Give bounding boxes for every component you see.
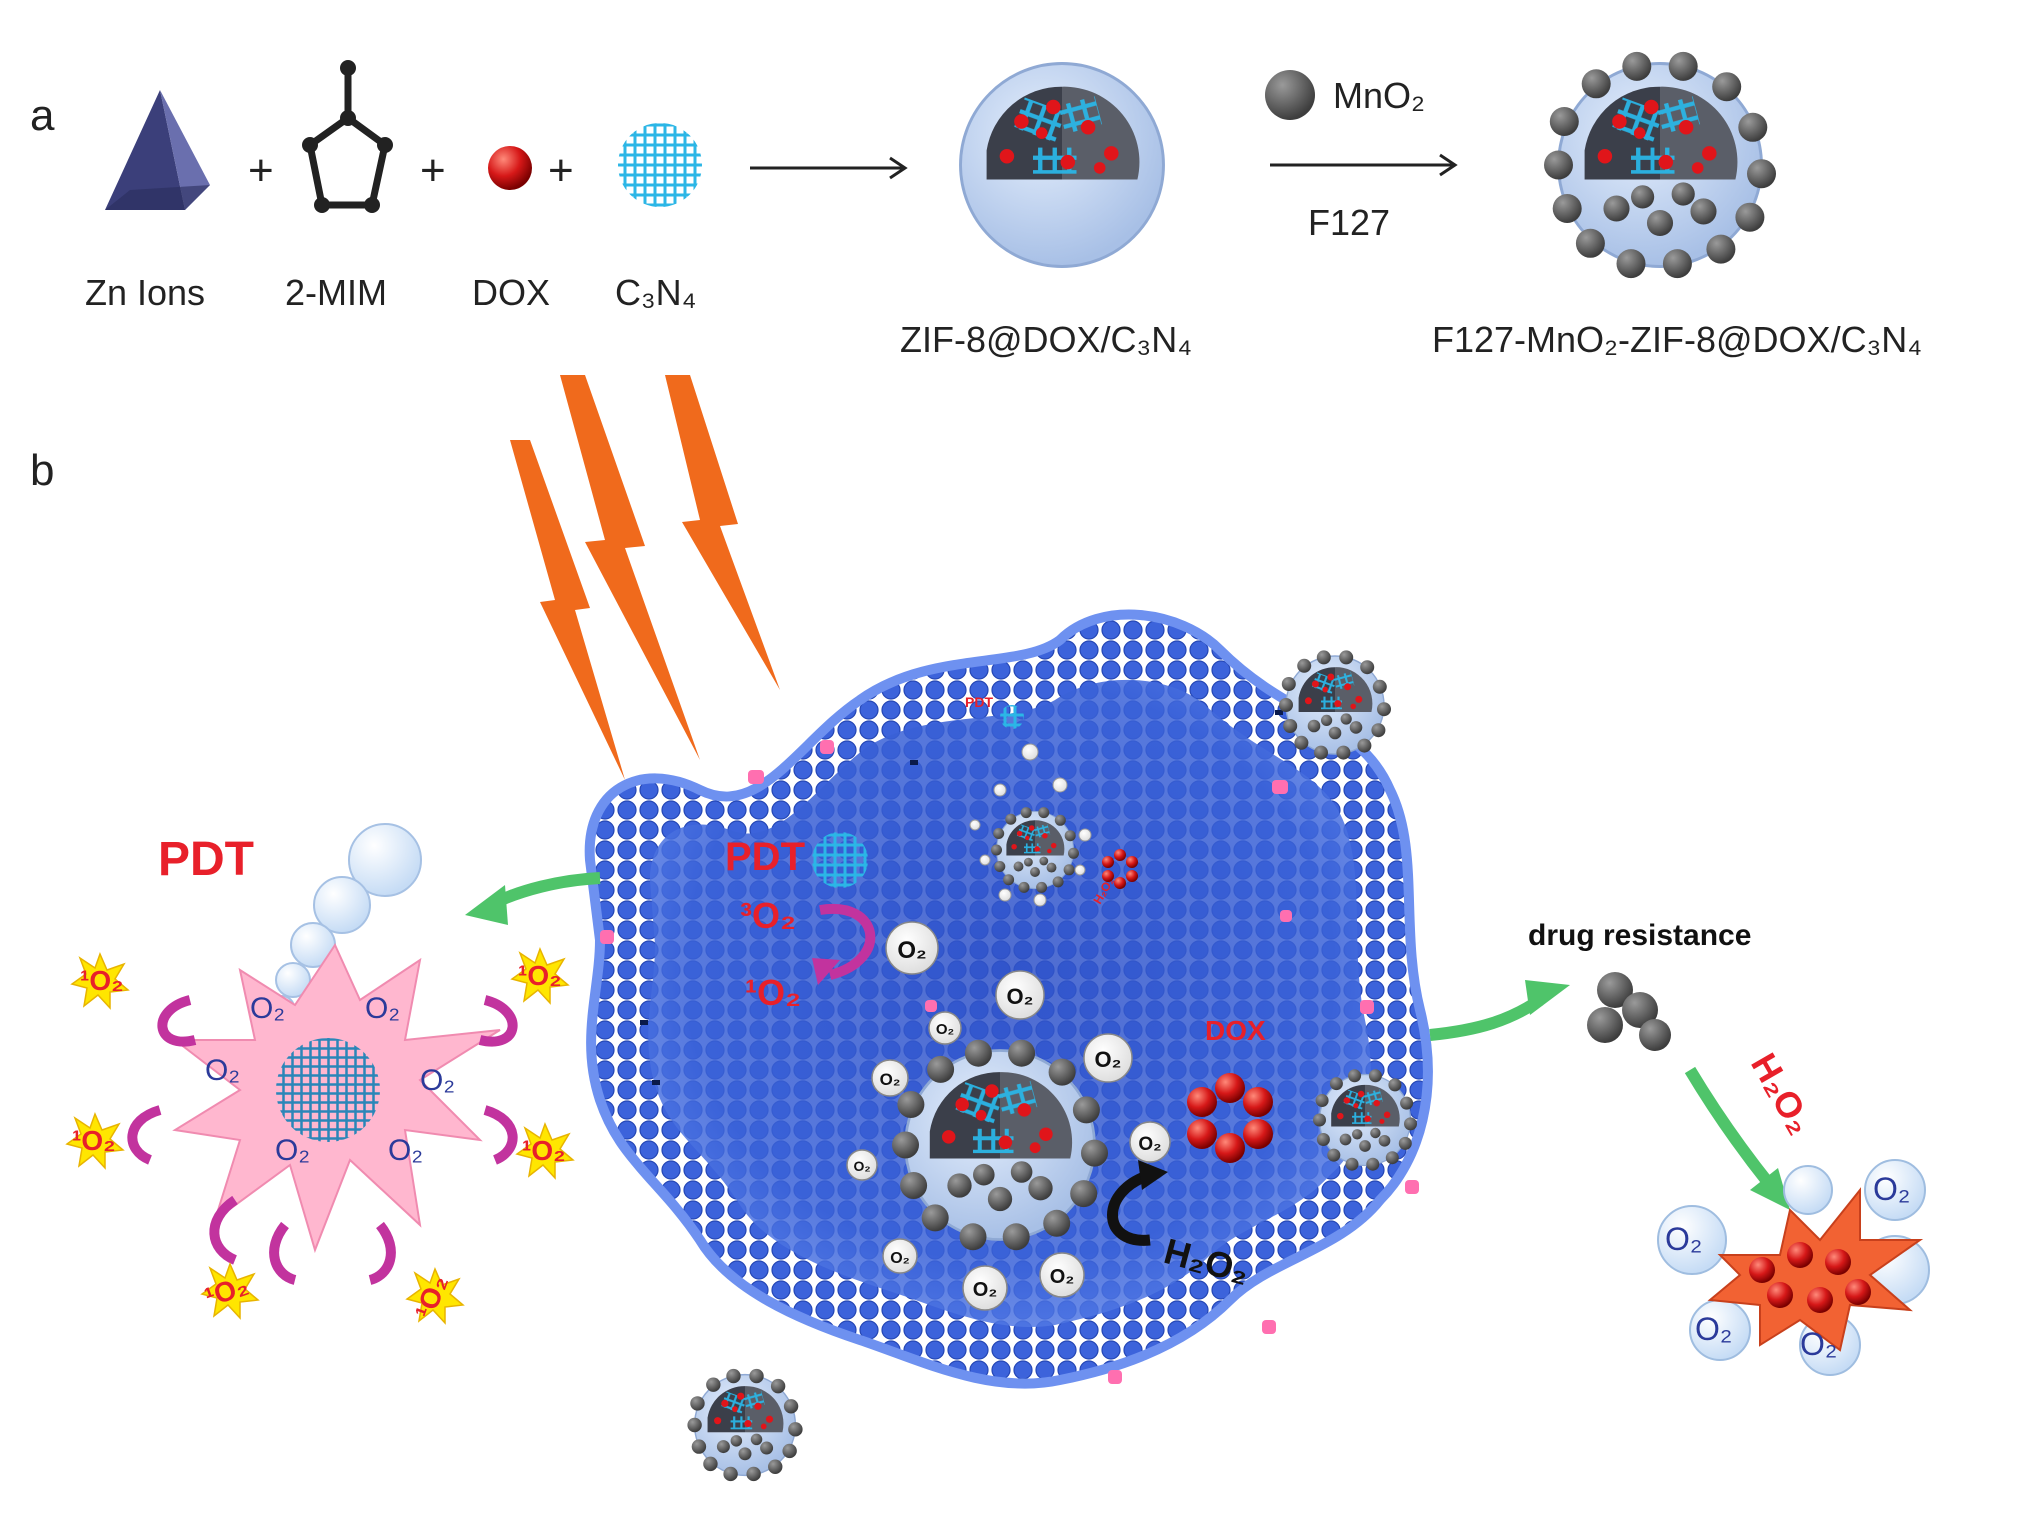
- svg-text:O₂: O₂: [973, 1279, 997, 1301]
- cell-pdt-label: PDT: [725, 835, 805, 879]
- product2-label: F127-MnO₂-ZIF-8@DOX/C₃N₄: [1432, 319, 1922, 360]
- plus-sign: +: [548, 146, 574, 195]
- h2o2-right-label: H₂O₂: [1743, 1046, 1822, 1141]
- green-arrow-left: [465, 872, 601, 925]
- star-o2: O₂: [205, 1054, 240, 1087]
- dox-label: DOX: [1205, 1015, 1266, 1046]
- svg-text:O₂: O₂: [890, 1250, 910, 1267]
- triplet-o2-label: ³O₂: [740, 895, 796, 936]
- star-o2: O₂: [420, 1064, 455, 1097]
- dox-cluster-icon: [1749, 1242, 1871, 1313]
- o2-bubble: O₂: [1039, 1252, 1085, 1298]
- green-arrow-right: [1429, 980, 1570, 1041]
- nanoparticle-membrane-bottom: [687, 1369, 802, 1481]
- svg-text:O₂: O₂: [853, 1158, 870, 1174]
- o2-bubble: O₂: [871, 1059, 909, 1097]
- singlet-o2-label: ¹O₂: [522, 1135, 566, 1166]
- o2-bubble: O₂: [928, 1011, 962, 1045]
- f127-mno2-particle: [1544, 52, 1776, 278]
- plus-sign: +: [420, 146, 446, 195]
- imidazole-ring-icon: [302, 60, 393, 213]
- right-o2: O₂: [1873, 1171, 1910, 1207]
- f127-label: F127: [1308, 202, 1390, 243]
- c3n4-core-icon: [276, 1038, 380, 1142]
- singlet-o2-label: ¹O₂: [745, 972, 801, 1013]
- small-dox-ring-icon: [1102, 849, 1138, 889]
- h2o2-arrowhead: [1138, 1160, 1168, 1190]
- singlet-o2-label: ¹O₂: [201, 1269, 253, 1313]
- o2-bubble: O₂: [995, 970, 1045, 1020]
- mno2-label: MnO₂: [1333, 75, 1425, 116]
- mesh-nanosheet-icon: [618, 123, 702, 207]
- reaction-arrow: [1270, 153, 1458, 177]
- small-pdt-label: PDT: [965, 694, 993, 710]
- panel-a-label: a: [30, 91, 55, 140]
- svg-text:O₂: O₂: [897, 937, 926, 964]
- red-sphere-icon: [488, 146, 532, 190]
- star-o2: O₂: [275, 1134, 310, 1167]
- svg-text:O₂: O₂: [1050, 1266, 1074, 1288]
- star-o2: O₂: [250, 992, 285, 1025]
- plus-sign: +: [248, 146, 274, 195]
- orange-burst-icon: [1707, 1187, 1924, 1352]
- singlet-o2-label: ¹O₂: [409, 1271, 453, 1323]
- magenta-arrows: [127, 995, 518, 1285]
- reagent-label-zn: Zn Ions: [85, 272, 205, 313]
- svg-text:O₂: O₂: [1095, 1047, 1122, 1072]
- singlet-o2-label: ¹O₂: [80, 965, 124, 996]
- small-c3n4-icon: [1000, 705, 1024, 729]
- reagent-label-c3n4: C₃N₄: [615, 272, 696, 313]
- panel-b-label: b: [30, 446, 54, 495]
- conversion-arrow: [819, 903, 876, 980]
- svg-text:O₂: O₂: [880, 1070, 901, 1089]
- singlet-o2-label: ¹O₂: [72, 1125, 116, 1156]
- right-o2: O₂: [1695, 1311, 1732, 1347]
- o2-bubble: O₂: [962, 1265, 1008, 1311]
- small-o2-bubbles: [969, 743, 1092, 907]
- drug-cluster-icon: [1587, 972, 1671, 1051]
- drug-resistance-label: drug resistance: [1528, 919, 1751, 952]
- c3n4-icon: [812, 832, 868, 888]
- dox-ring-icon: [1187, 1073, 1273, 1163]
- conversion-arrowhead: [812, 958, 840, 985]
- zif8-dox-c3n4-particle: [959, 62, 1165, 268]
- right-o2: O₂: [1665, 1221, 1702, 1257]
- o2-bubble: O₂: [846, 1149, 878, 1181]
- star-o2: O₂: [365, 992, 400, 1025]
- o2-bubble: O₂: [1129, 1121, 1171, 1163]
- svg-text:O₂: O₂: [1007, 984, 1034, 1009]
- o2-bubble: O₂: [882, 1238, 918, 1274]
- svg-text:O₂: O₂: [936, 1021, 954, 1038]
- pdt-left-label: PDT: [158, 833, 254, 886]
- tetrahedron-icon: [105, 90, 210, 210]
- product1-label: ZIF-8@DOX/C₃N₄: [900, 319, 1192, 360]
- nanoparticle-membrane-top: [1279, 650, 1391, 759]
- right-o2: O₂: [1800, 1326, 1837, 1362]
- svg-text:O₂: O₂: [1138, 1134, 1161, 1155]
- reagent-label-2mim: 2-MIM: [285, 272, 387, 313]
- o2-bubble: O₂: [885, 921, 939, 975]
- singlet-o2-label: ¹O₂: [518, 960, 562, 991]
- reagent-label-dox: DOX: [472, 272, 550, 313]
- green-arrow-down: [1684, 1066, 1790, 1210]
- mno2-particle-icon: [1265, 70, 1315, 120]
- o2-bubble: O₂: [1083, 1033, 1133, 1083]
- light-irradiation-icon: [510, 375, 780, 780]
- h2o2-reaction-arrow: [1107, 1169, 1152, 1246]
- star-o2: O₂: [388, 1134, 423, 1167]
- reaction-arrow: [750, 156, 908, 180]
